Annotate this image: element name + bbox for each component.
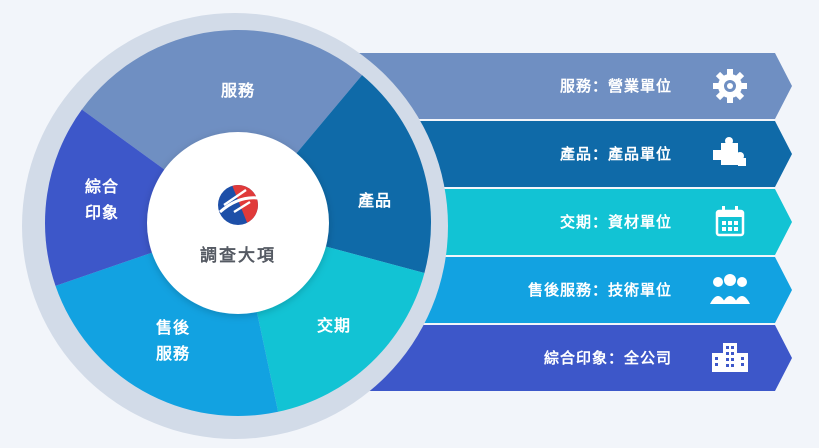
bar-label-delivery: 交期：資材單位 — [560, 213, 672, 231]
segment-label-aftersale: 服務 — [156, 344, 190, 363]
segment-overall — [44, 109, 239, 286]
segment-label-delivery: 交期 — [317, 316, 351, 335]
puzzle-icon — [713, 137, 746, 166]
gear-icon — [713, 69, 747, 103]
bar-label-product: 產品：產品單位 — [559, 145, 672, 163]
segment-label-aftersale: 售後 — [156, 318, 190, 337]
segment-label-overall: 綜合 — [85, 177, 119, 196]
center-label: 調查大項 — [200, 245, 276, 266]
bar-label-service: 服務：營業單位 — [560, 77, 672, 95]
bar-label-overall: 綜合印象：全公司 — [544, 349, 672, 367]
segment-label-service: 服務 — [221, 81, 255, 100]
segment-service — [81, 29, 363, 223]
building-icon — [712, 343, 748, 372]
company-logo — [218, 185, 259, 225]
segment-label-overall: 印象 — [85, 203, 119, 222]
bar-label-aftersale: 售後服務：技術單位 — [528, 281, 672, 299]
people-icon — [710, 274, 750, 304]
calendar-icon — [715, 206, 745, 237]
segment-label-product: 產品 — [358, 191, 392, 210]
